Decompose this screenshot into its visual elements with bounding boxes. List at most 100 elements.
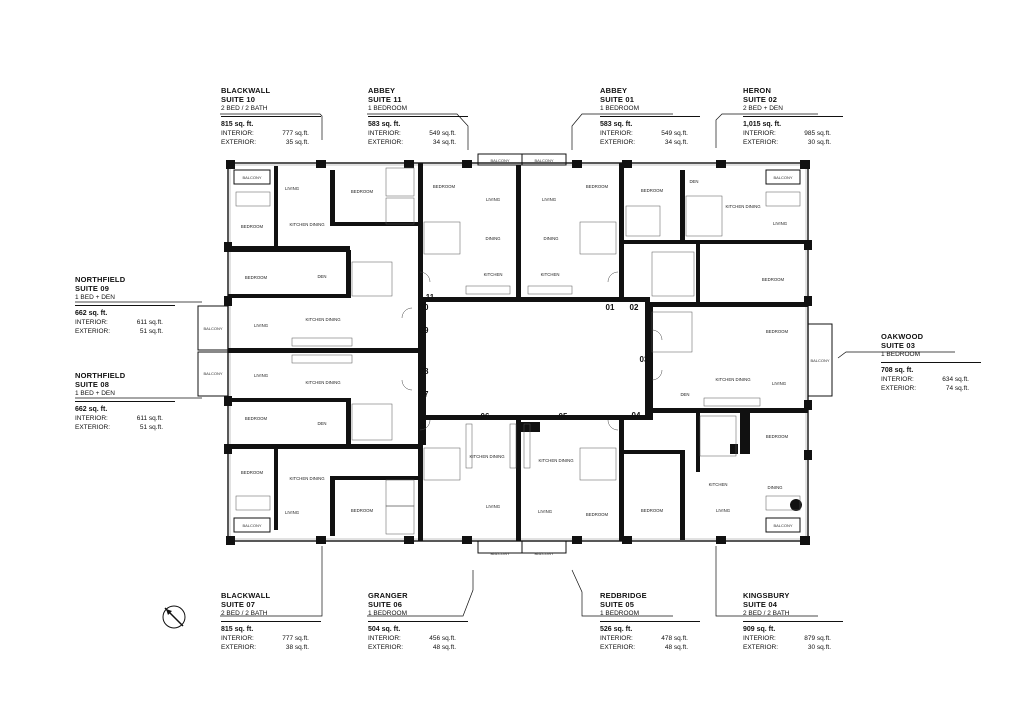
divider: [75, 305, 175, 306]
suite-info-11: ABBEY SUITE 11 1 BEDROOM 583 sq. ft. INT…: [368, 86, 468, 147]
room-label: BEDROOM: [766, 329, 789, 334]
balcony-label: BALCONY: [203, 326, 222, 331]
interior-area: 777 sq.ft.: [282, 130, 309, 137]
interior-area: 634 sq.ft.: [942, 376, 969, 383]
suite-total-area: 504 sq. ft.: [368, 626, 401, 633]
exterior-area: 38 sq.ft.: [285, 644, 309, 651]
suite-info-06: GRANGER SUITE 06 1 BEDROOM 504 sq. ft. I…: [368, 591, 468, 652]
suite-info-09: NORTHFIELD SUITE 09 1 BED + DEN 662 sq. …: [75, 275, 175, 336]
exterior-label: EXTERIOR:: [221, 644, 257, 651]
room-label: DEN: [317, 421, 326, 426]
suite-name: REDBRIDGE: [600, 591, 647, 600]
room-label: DINING: [543, 236, 559, 241]
balcony-label: BALCONY: [773, 175, 792, 180]
exterior-area: 34 sq.ft.: [432, 139, 456, 146]
door-swings: [401, 271, 663, 431]
suite-name: HERON: [743, 86, 772, 95]
interior-area: 879 sq.ft.: [804, 635, 831, 642]
suite-name: KINGSBURY: [743, 591, 790, 600]
suite-total-area: 662 sq. ft.: [75, 406, 108, 413]
room-label: BEDROOM: [351, 189, 374, 194]
balcony-label: BALCONY: [534, 158, 553, 163]
room-label: KITCHEN DINING: [715, 377, 751, 382]
suite-type: 2 BED / 2 BATH: [743, 610, 790, 617]
room-label: BEDROOM: [586, 184, 609, 189]
exterior-label: EXTERIOR:: [368, 644, 404, 651]
exterior-label: EXTERIOR:: [600, 139, 636, 146]
suite-type: 1 BED + DEN: [75, 294, 115, 301]
room-label: DEN: [317, 274, 326, 279]
room-label: BEDROOM: [241, 224, 264, 229]
suite-number: 10: [420, 303, 429, 312]
suite-name: GRANGER: [368, 591, 408, 600]
interior-label: INTERIOR:: [75, 415, 108, 422]
suite-id: SUITE 11: [368, 95, 402, 104]
walls: [224, 160, 812, 545]
suite-name: OAKWOOD: [881, 332, 924, 341]
suite-info-10: BLACKWALL SUITE 10 2 BED / 2 BATH 815 sq…: [221, 86, 321, 147]
suite-total-area: 815 sq. ft.: [221, 626, 254, 633]
suite-number: 04: [632, 411, 641, 420]
room-label: KITCHEN: [541, 272, 560, 277]
room-label: LIVING: [773, 221, 788, 226]
suite-id: SUITE 01: [600, 95, 635, 104]
suite-type: 1 BEDROOM: [368, 610, 408, 617]
exterior-area: 30 sq.ft.: [807, 139, 831, 146]
interior-area: 611 sq.ft.: [136, 319, 163, 326]
exterior-area: 35 sq.ft.: [285, 139, 309, 146]
suite-info-01: ABBEY SUITE 01 1 BEDROOM 583 sq. ft. INT…: [600, 86, 700, 147]
balcony-label: BALCONY: [534, 551, 553, 556]
room-label: BEDROOM: [766, 434, 789, 439]
suite-number: 08: [420, 367, 429, 376]
interior-area: 777 sq.ft.: [282, 635, 309, 642]
balconies: [197, 153, 833, 554]
interior-area: 985 sq.ft.: [804, 130, 831, 137]
north-arrow-icon: [162, 605, 186, 629]
suite-type: 1 BEDROOM: [600, 610, 640, 617]
suite-type: 1 BED + DEN: [75, 390, 115, 397]
exterior-label: EXTERIOR:: [743, 139, 779, 146]
suite-total-area: 909 sq. ft.: [743, 626, 776, 633]
interior-label: INTERIOR:: [75, 319, 108, 326]
suite-numbers: 01 02 03 04 05 06 07 08 09 10 11: [420, 293, 649, 421]
divider: [881, 362, 981, 363]
room-label: BEDROOM: [641, 188, 664, 193]
room-label: LIVING: [772, 381, 787, 386]
balcony-label: BALCONY: [810, 358, 829, 363]
room-label: BEDROOM: [641, 508, 664, 513]
room-label: DEN: [689, 179, 698, 184]
suite-total-area: 583 sq. ft.: [368, 121, 401, 128]
divider: [600, 116, 700, 117]
suite-name: ABBEY: [368, 86, 396, 95]
suite-id: SUITE 02: [743, 95, 778, 104]
exterior-label: EXTERIOR:: [221, 139, 257, 146]
room-label: LIVING: [486, 504, 501, 509]
suite-type: 1 BEDROOM: [881, 351, 921, 358]
divider: [743, 116, 843, 117]
interior-label: INTERIOR:: [881, 376, 914, 383]
room-label: KITCHEN DINING: [305, 380, 341, 385]
suite-type: 2 BED / 2 BATH: [221, 610, 268, 617]
room-label: DINING: [485, 236, 501, 241]
exterior-area: 51 sq.ft.: [139, 424, 163, 431]
suite-id: SUITE 08: [75, 380, 110, 389]
balcony-labels: BALCONY BALCONY BALCONY BALCONY BALCONY …: [203, 158, 829, 556]
suite-total-area: 1,015 sq. ft.: [743, 121, 782, 128]
suite-info-05: REDBRIDGE SUITE 05 1 BEDROOM 526 sq. ft.…: [600, 591, 700, 652]
balcony-label: BALCONY: [203, 371, 222, 376]
suite-number: 05: [559, 412, 568, 421]
suite-id: SUITE 10: [221, 95, 256, 104]
room-label: KITCHEN DINING: [289, 476, 325, 481]
room-label: BEDROOM: [762, 277, 785, 282]
suite-id: SUITE 06: [368, 600, 403, 609]
exterior-label: EXTERIOR:: [881, 385, 917, 392]
balcony-label: BALCONY: [490, 551, 509, 556]
exterior-area: 34 sq.ft.: [664, 139, 688, 146]
interior-label: INTERIOR:: [221, 130, 254, 137]
suite-total-area: 583 sq. ft.: [600, 121, 633, 128]
suite-info-07: BLACKWALL SUITE 07 2 BED / 2 BATH 815 sq…: [221, 591, 321, 652]
exterior-area: 48 sq.ft.: [664, 644, 688, 651]
suite-info-08: NORTHFIELD SUITE 08 1 BED + DEN 662 sq. …: [75, 371, 175, 432]
interior-area: 456 sq.ft.: [429, 635, 456, 642]
